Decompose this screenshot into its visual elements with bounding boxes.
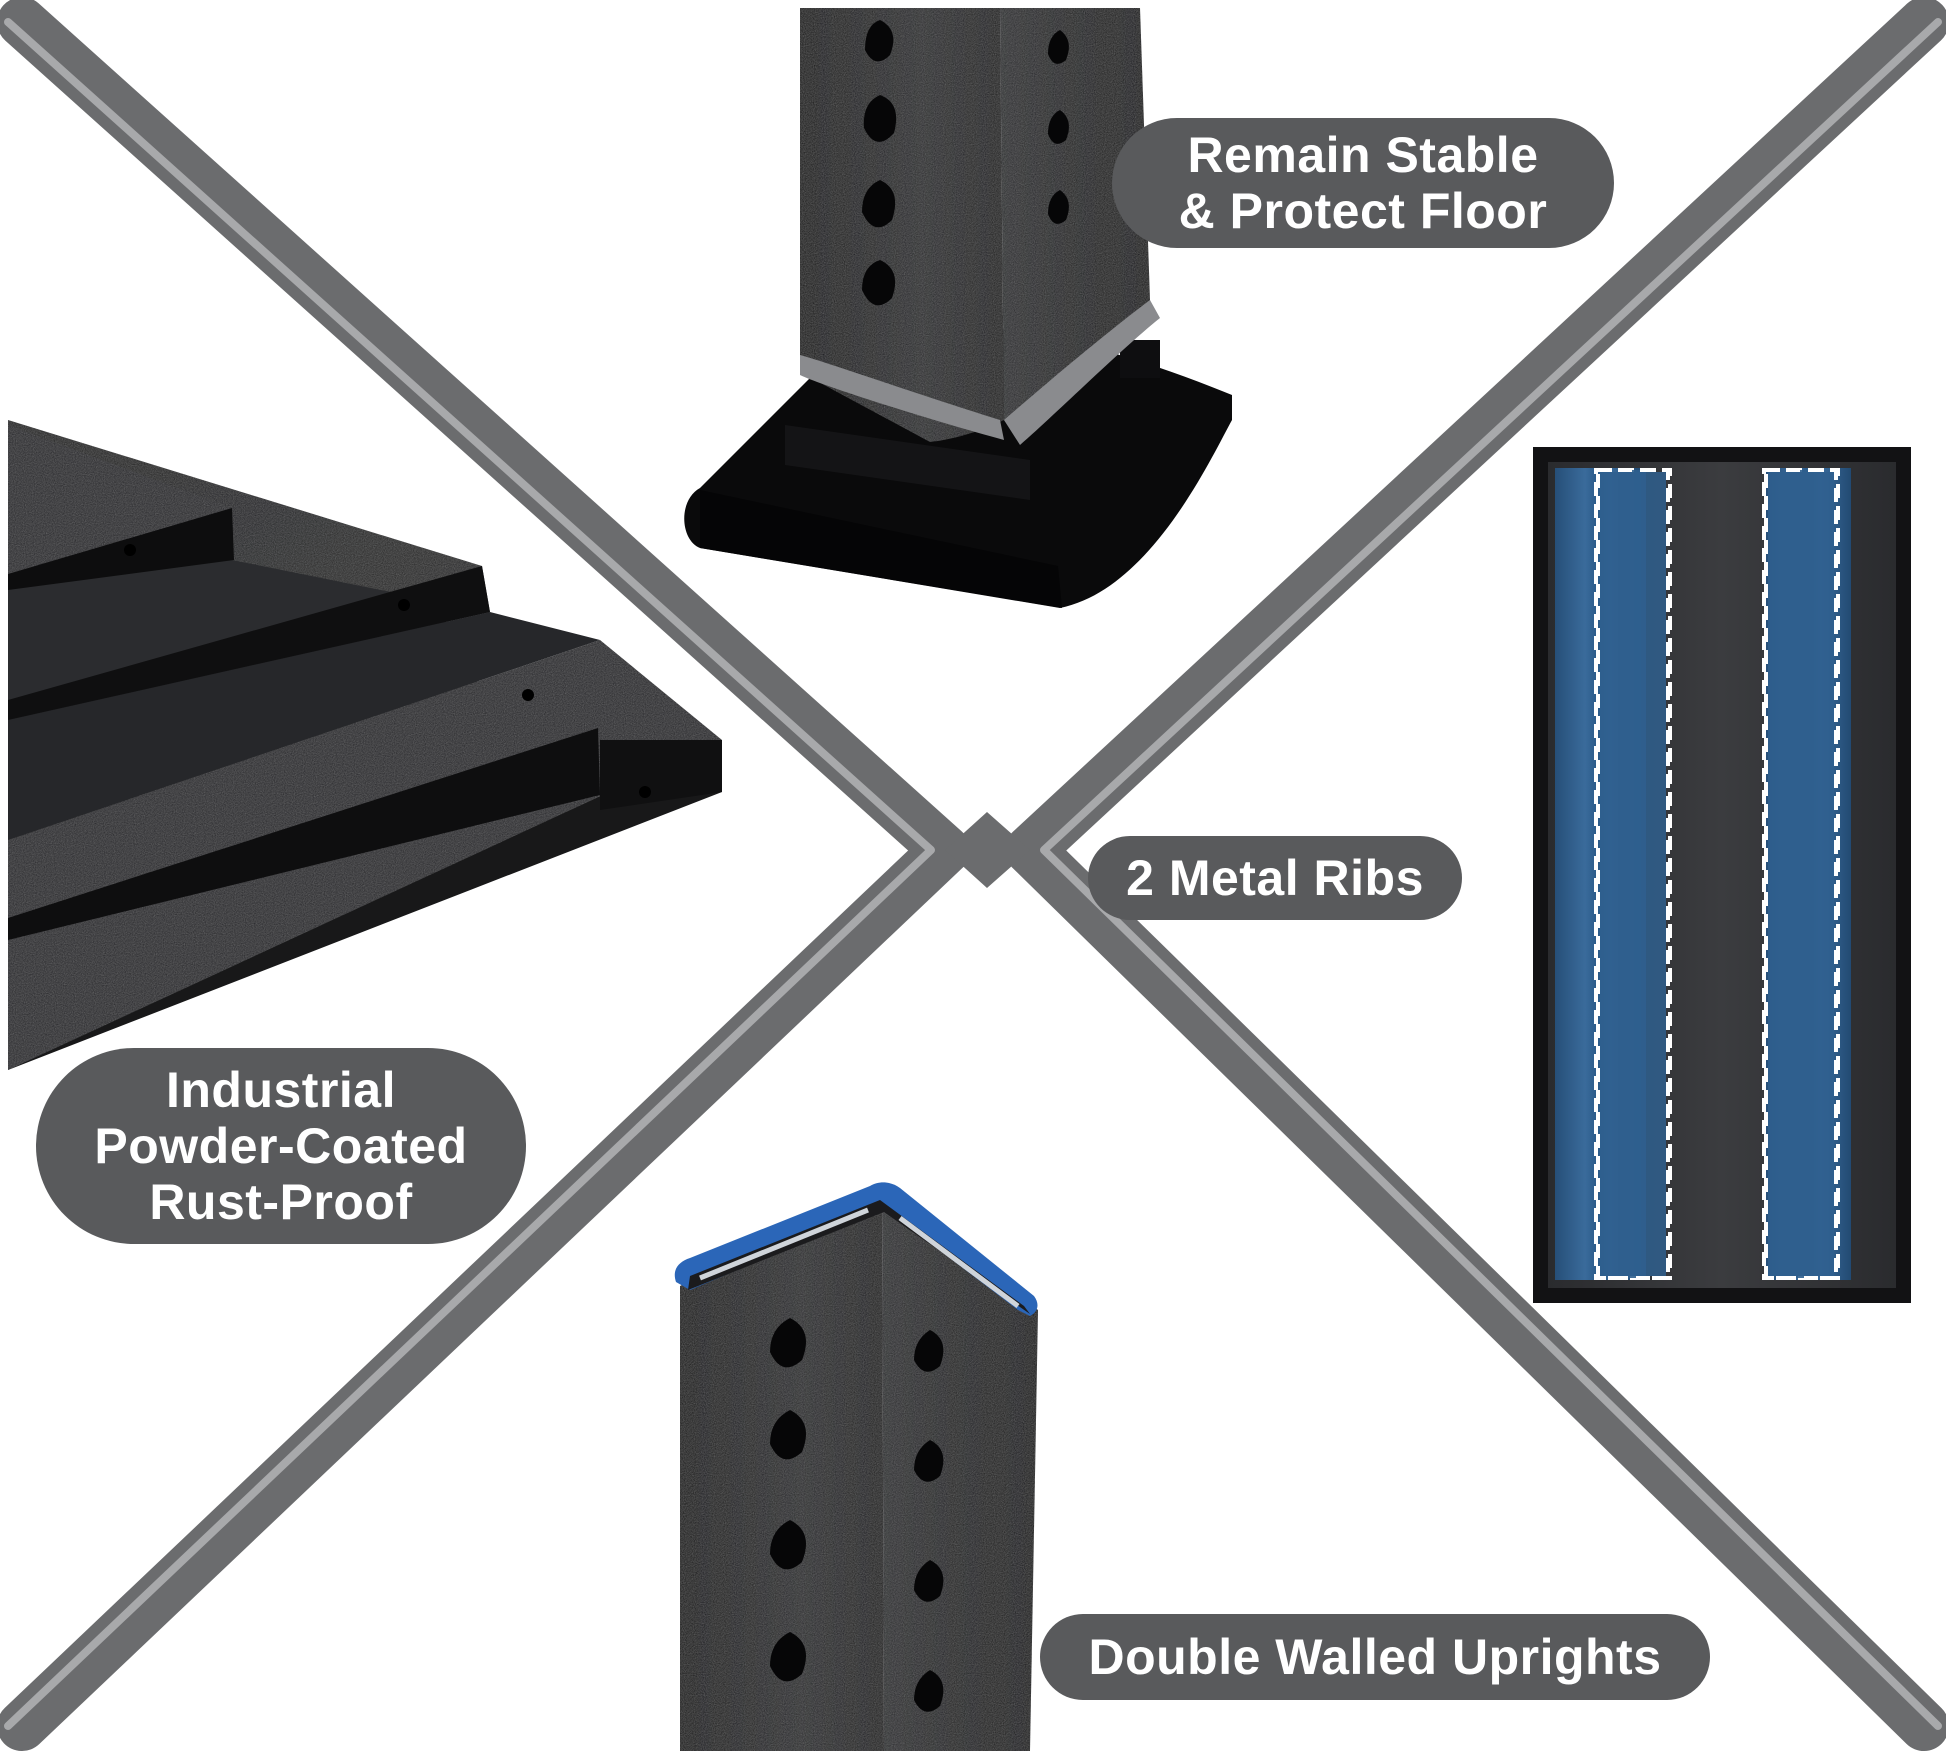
ribs-image [1533, 447, 1911, 1303]
feature-powder-line2: Powder-Coated [94, 1118, 468, 1174]
feature-label-ribs: 2 Metal Ribs [1088, 836, 1462, 920]
feature-stable-line1: Remain Stable [1187, 127, 1539, 183]
shelves-image [8, 420, 722, 1070]
feature-label-uprights: Double Walled Uprights [1040, 1614, 1710, 1700]
feature-label-powder: Industrial Powder-Coated Rust-Proof [36, 1048, 526, 1244]
post-foot-image [684, 8, 1232, 608]
feature-stable-line2: & Protect Floor [1178, 183, 1548, 239]
uprights-image [674, 1182, 1038, 1751]
feature-ribs-text: 2 Metal Ribs [1126, 850, 1424, 906]
feature-powder-line1: Industrial [165, 1062, 396, 1118]
feature-label-stable: Remain Stable & Protect Floor [1112, 118, 1614, 248]
feature-uprights-text: Double Walled Uprights [1088, 1629, 1662, 1685]
feature-powder-line3: Rust-Proof [149, 1174, 413, 1230]
